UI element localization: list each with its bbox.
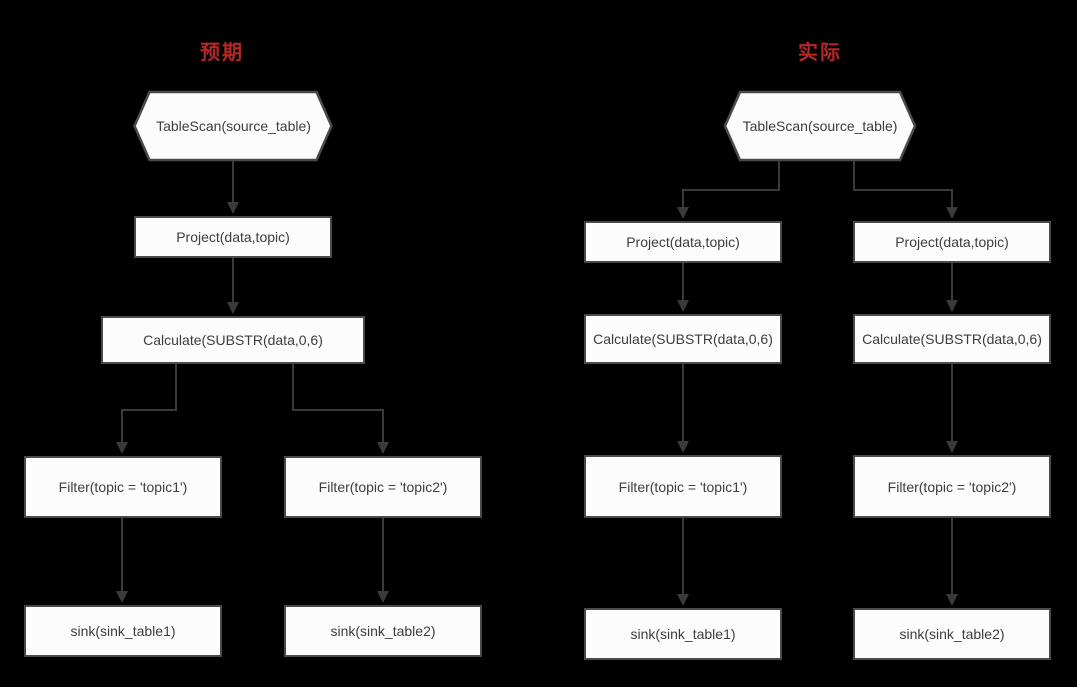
node-project1-actual: Project(data,topic)	[584, 221, 782, 263]
node-sink1-expected: sink(sink_table1)	[24, 605, 222, 657]
edge-tablescan-project1-actual	[677, 161, 780, 219]
node-project-expected: Project(data,topic)	[134, 216, 332, 258]
edge-calculate-filter1-expected	[116, 364, 177, 454]
edge-tablescan-project2-actual	[853, 161, 958, 219]
node-filter1-expected: Filter(topic = 'topic1')	[24, 456, 222, 518]
node-sink2-expected: sink(sink_table2)	[284, 605, 482, 657]
node-calculate1-actual: Calculate(SUBSTR(data,0,6)	[584, 314, 782, 364]
hexagon-tablescan-actual	[723, 90, 917, 162]
node-tablescan-expected: TableScan(source_table)	[156, 118, 311, 134]
node-calculate-expected: Calculate(SUBSTR(data,0,6)	[101, 316, 365, 364]
node-filter1-actual: Filter(topic = 'topic1')	[584, 455, 782, 518]
node-sink2-actual: sink(sink_table2)	[853, 608, 1051, 660]
node-tablescan-actual: TableScan(source_table)	[742, 118, 898, 134]
node-project2-actual: Project(data,topic)	[853, 221, 1051, 263]
node-calculate2-actual: Calculate(SUBSTR(data,0,6)	[853, 314, 1051, 364]
edge-calculate-filter2-expected	[292, 364, 389, 454]
hexagon-tablescan-expected	[133, 90, 333, 162]
node-filter2-expected: Filter(topic = 'topic2')	[284, 456, 482, 518]
node-filter2-actual: Filter(topic = 'topic2')	[853, 455, 1051, 518]
node-sink1-actual: sink(sink_table1)	[584, 608, 782, 660]
title-actual: 实际	[798, 42, 842, 64]
title-expected: 预期	[200, 42, 244, 64]
